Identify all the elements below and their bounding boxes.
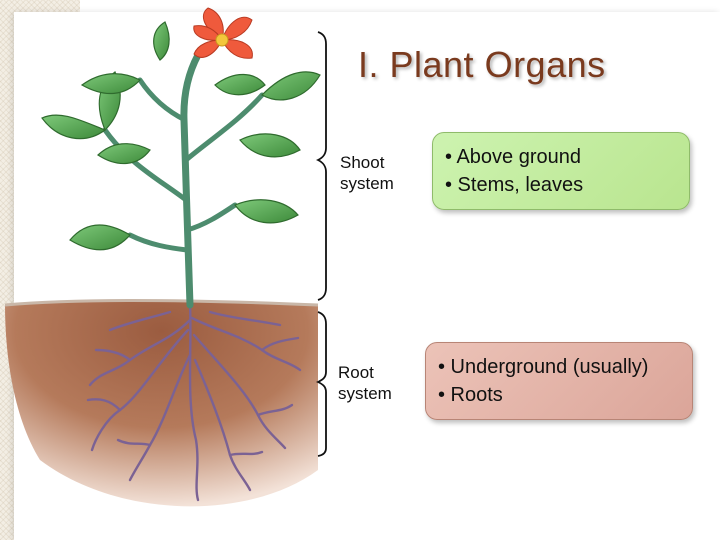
shoot-system-box: • Above ground • Stems, leaves <box>432 132 690 210</box>
flower <box>193 7 253 59</box>
stems <box>102 51 265 309</box>
shoot-bracket <box>315 31 327 301</box>
leaves <box>41 21 321 251</box>
shoot-bullet-2: • Stems, leaves <box>445 174 584 196</box>
soil-surface-line <box>4 298 319 307</box>
root-bullet-1: • Underground (usually) <box>438 356 649 378</box>
shoot-label-line1: Shoot <box>340 153 385 172</box>
root-system-label: Root system <box>338 362 392 404</box>
soil <box>5 300 318 507</box>
root-bracket <box>315 311 327 457</box>
root-bullet-2: • Roots <box>438 384 503 406</box>
roots <box>86 303 302 502</box>
shoot-bullet-1: • Above ground <box>445 146 581 168</box>
slide-title: I. Plant Organs <box>358 44 606 85</box>
shoot-label-line2: system <box>340 174 394 193</box>
root-label-line1: Root <box>338 363 374 382</box>
shoot-system-label: Shoot system <box>340 152 394 194</box>
root-label-line2: system <box>338 384 392 403</box>
root-system-box: • Underground (usually) • Roots <box>425 342 693 420</box>
